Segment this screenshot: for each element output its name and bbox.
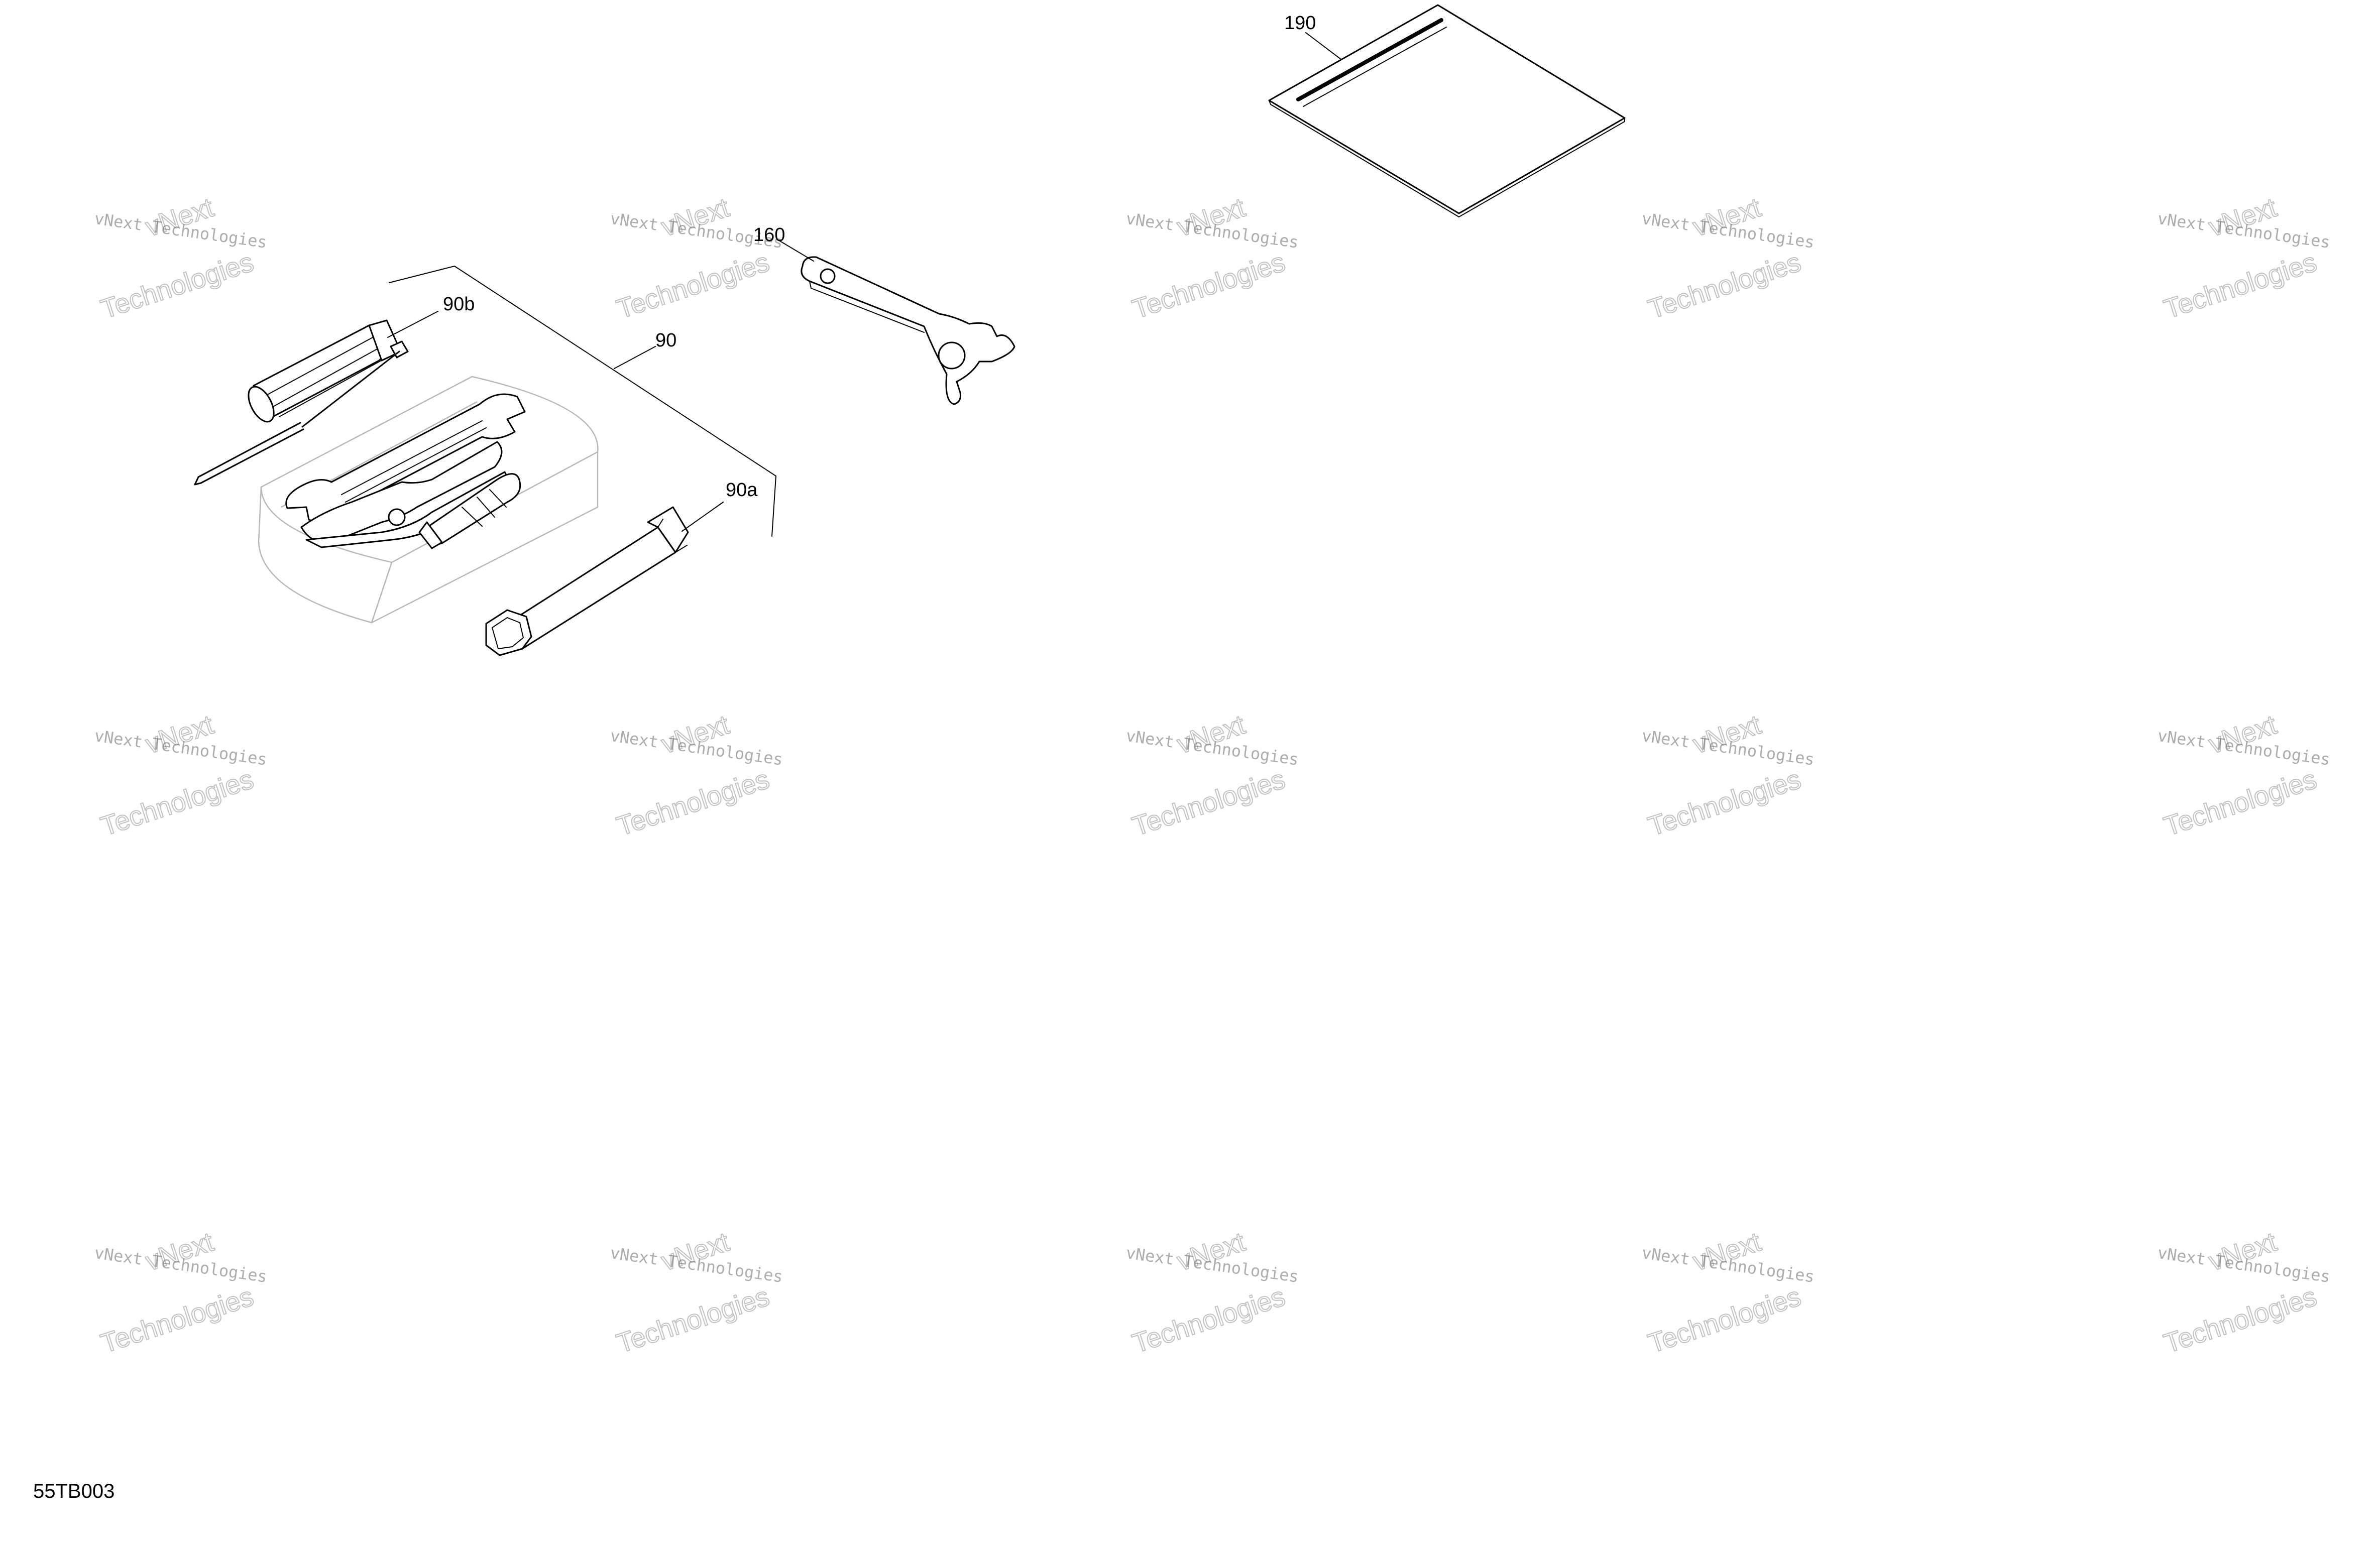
callout-leader-160	[779, 241, 814, 262]
watermark-outline-text: Technologies	[1645, 247, 1804, 324]
watermark-outline-text: Technologies	[97, 247, 257, 324]
open-end-wrench	[285, 393, 526, 523]
callout-190: 190	[1284, 13, 1316, 34]
watermark-outline-text: Technologies	[2161, 764, 2320, 842]
watermark-outline-text: Technologies	[1129, 1281, 1289, 1359]
watermark-outline-text: Technologies	[97, 764, 257, 842]
watermark-outline-text: Technologies	[1129, 764, 1289, 842]
watermark-outline-text: Technologies	[613, 764, 773, 842]
watermark-outline-text: Technologies	[97, 1281, 257, 1359]
watermark-outline-text: Technologies	[613, 247, 773, 324]
watermark-outline-text: Technologies	[1129, 247, 1289, 324]
drawing-code: 55TB003	[33, 1480, 115, 1502]
watermark-outline-text: Technologies	[1645, 1281, 1804, 1359]
callout-90b: 90b	[443, 294, 475, 315]
tool-kit-group: 90 90b	[194, 266, 776, 656]
group-bracket-line	[389, 266, 776, 537]
callout-leader-90a	[682, 502, 724, 532]
spanner-wrench: 160	[753, 224, 1015, 405]
callout-160: 160	[753, 224, 785, 246]
callout-90a: 90a	[726, 480, 758, 501]
watermark-outline-text: Technologies	[2161, 1281, 2320, 1359]
watermark-outline-text: Technologies	[613, 1281, 773, 1359]
callout-leader-190	[1305, 32, 1341, 60]
operators-guide: 190	[1268, 4, 1626, 217]
box-wrench	[485, 506, 689, 656]
watermark-outline-text: Technologies	[2161, 247, 2320, 324]
spark-plug-socket	[418, 473, 521, 549]
watermark-outline-text: Technologies	[1645, 764, 1804, 842]
screwdriver	[194, 319, 409, 486]
callout-leader-90b	[387, 311, 438, 338]
callout-90: 90	[655, 330, 676, 351]
callout-leader-90	[614, 346, 656, 369]
